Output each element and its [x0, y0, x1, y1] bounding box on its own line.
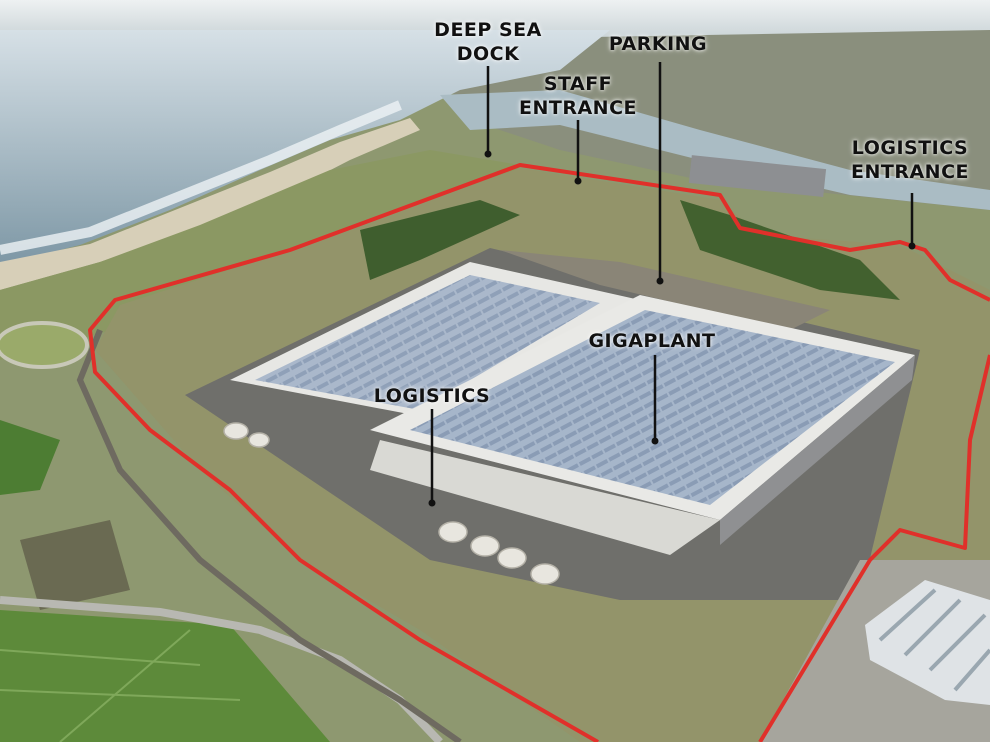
label-staff-entrance-line-1: STAFF: [543, 73, 613, 95]
field-lines: [0, 629, 241, 742]
race-track: [0, 321, 89, 369]
pointer-dots: [428, 150, 916, 507]
label-logistics-line-1: LOGISTICS: [373, 385, 491, 407]
label-parking: PARKING: [598, 32, 718, 56]
industrial-shed: [865, 580, 990, 705]
label-gigaplant-line-1: GIGAPLANT: [588, 330, 716, 352]
label-gigaplant: GIGAPLANT: [578, 329, 726, 353]
label-staff-entrance: STAFF ENTRANCE: [508, 72, 648, 120]
label-deep-sea-dock-line-1: DEEP SEA: [434, 19, 542, 41]
label-logistics-entrance-line-1: LOGISTICS: [851, 137, 969, 159]
logistics-solar: [255, 275, 600, 410]
green-field-left: [0, 420, 60, 495]
village: [20, 520, 130, 610]
label-deep-sea-dock: DEEP SEA DOCK: [428, 18, 548, 66]
gigaplant-lower-wing: [370, 440, 720, 555]
tree-belt: [360, 200, 520, 280]
dock-warehouse: [688, 155, 827, 198]
site-boundary-east: [758, 354, 990, 742]
label-deep-sea-dock-line-2: DOCK: [456, 43, 520, 65]
label-logistics: LOGISTICS: [362, 384, 502, 408]
site-boundary: [88, 163, 990, 742]
farm-fields: [0, 610, 330, 742]
label-logistics-entrance: LOGISTICS ENTRANCE: [840, 136, 980, 184]
car-park: [500, 250, 830, 330]
distant-town: [420, 30, 990, 210]
surf-line: [0, 100, 402, 255]
label-logistics-entrance-line-2: ENTRANCE: [851, 161, 969, 183]
gigaplant-solar: [410, 310, 895, 505]
label-staff-entrance-line-2: ENTRANCE: [519, 97, 637, 119]
label-parking-line-1: PARKING: [608, 33, 708, 55]
storage-tanks: [223, 422, 560, 585]
railway: [76, 328, 462, 742]
pointer-lines: [430, 62, 914, 502]
beach: [0, 118, 420, 290]
industrial-shed-ribs: [878, 588, 990, 692]
gigaplant-wall: [720, 355, 915, 545]
tree-belt-2: [680, 200, 900, 300]
